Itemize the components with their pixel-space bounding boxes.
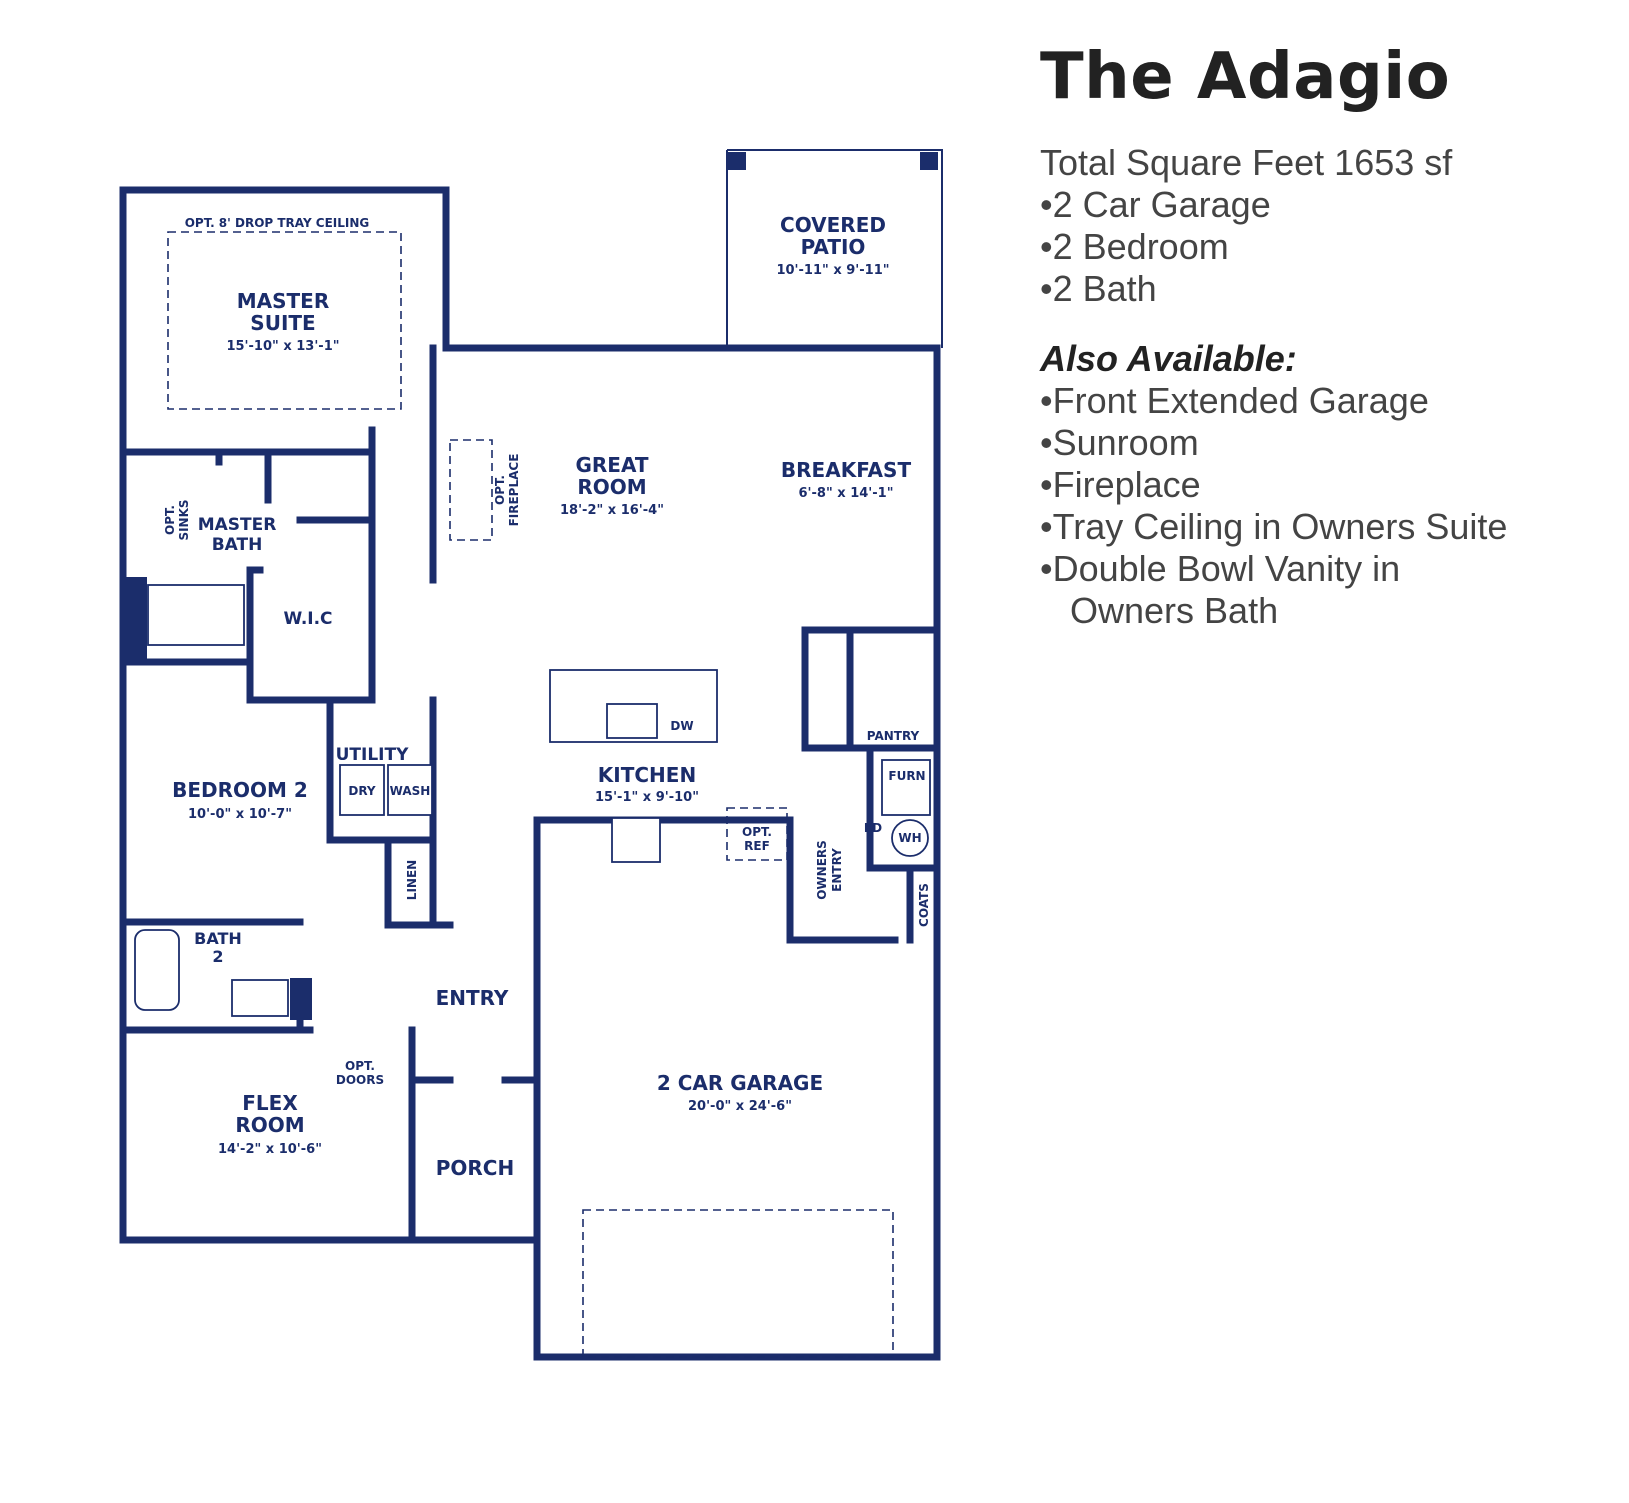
sink [606,703,658,739]
shower-wall [123,577,147,662]
bath2-wall [290,978,312,1020]
flex-label-1: FLEX [242,1091,298,1115]
feature-item: 2 Bedroom [1040,226,1600,268]
furnace [881,759,931,816]
master-label-1: MASTER [237,289,330,313]
ref-label-2: REF [744,839,770,853]
owners-label-1: OWNERS [815,840,829,900]
breakfast-label: BREAKFAST [781,458,912,482]
wash-label: WASH [390,784,431,798]
patio-dim: 10'-11" x 9'-11" [776,263,889,278]
mbath-label-2: BATH [212,535,263,555]
feature-item: 2 Car Garage [1040,184,1600,226]
kitchen-label: KITCHEN [598,763,696,787]
sinks-label-2: SINKS [177,499,191,540]
option-item: Double Bowl Vanity in [1040,548,1600,590]
also-available-heading: Also Available: [1040,338,1297,379]
option-item: Fireplace [1040,464,1600,506]
flex-label-2: ROOM [235,1113,304,1137]
mbath-label-1: MASTER [198,515,277,535]
shower [147,584,245,646]
bath2-label-1: BATH [194,929,242,948]
bath2-sink [231,979,289,1017]
kitchen-dim: 15'-1" x 9'-10" [595,790,699,805]
bath2-label-2: 2 [212,947,223,966]
coats-label: COATS [917,883,931,927]
garage-label: 2 CAR GARAGE [657,1071,823,1095]
floor-plan: OPT. 8' DROP TRAY CEILING MASTER SUITE 1… [119,149,943,1361]
dw-label: DW [670,719,693,733]
post-icon [920,152,938,170]
water-heater [891,819,929,857]
master-dim: 15'-10" x 13'-1" [226,339,339,354]
wh-label: WH [898,831,921,845]
utility-label: UTILITY [336,745,409,765]
garage-dim: 20'-0" x 24'-6" [688,1099,792,1114]
ref-label-1: OPT. [742,825,772,839]
ref-outline [726,807,788,861]
bed2-dim: 10'-0" x 10'-7" [188,807,292,822]
pantry-label: PANTRY [867,729,920,743]
dry-label: DRY [348,784,376,798]
fireplace-outline [449,439,493,541]
great-label-1: GREAT [575,453,648,477]
breakfast-dim: 6'-8" x 14'-1" [799,486,894,501]
owners-label-2: ENTRY [830,848,844,892]
great-dim: 18'-2" x 16'-4" [560,503,664,518]
feature-item: 2 Bath [1040,268,1600,310]
plan-title: The Adagio [1040,40,1451,114]
entry-label: ENTRY [436,986,509,1010]
fd-label: FD [864,821,882,835]
furn-label: FURN [888,769,925,783]
fireplace-label-1: OPT. [493,475,507,505]
master-label-2: SUITE [250,311,315,335]
room-labels: OPT. 8' DROP TRAY CEILING MASTER SUITE 1… [163,213,931,1180]
garage-door-outline [582,1209,894,1358]
option-item-continuation: Owners Bath [1070,590,1279,631]
great-label-2: ROOM [577,475,646,499]
washer [387,764,433,816]
info-panel: The Adagio Total Square Feet 1653 sf 2 C… [1040,40,1600,632]
dryer [339,764,385,816]
sinks-label-1: OPT. [163,505,177,535]
tray-ceiling-outline [167,231,402,410]
doors-label-1: OPT. [345,1059,375,1073]
bed2-label: BEDROOM 2 [172,778,308,802]
porch-label: PORCH [436,1156,514,1180]
patio-label-1: COVERED [780,213,886,237]
total-square-feet: Total Square Feet 1653 sf [1040,142,1453,183]
tray-label: OPT. 8' DROP TRAY CEILING [185,216,370,230]
cooktop [611,817,661,863]
linen-label: LINEN [405,860,419,900]
option-item: Sunroom [1040,422,1600,464]
doors-label-2: DOORS [336,1073,384,1087]
flex-dim: 14'-2" x 10'-6" [218,1142,322,1157]
option-item: Front Extended Garage [1040,380,1600,422]
patio-label-2: PATIO [801,235,866,259]
post-icon [728,152,746,170]
bathtub [134,929,180,1011]
fireplace-label-2: FIREPLACE [507,454,521,527]
walls [119,149,943,1361]
wic-label: W.I.C [283,609,332,629]
option-item: Tray Ceiling in Owners Suite [1040,506,1600,548]
